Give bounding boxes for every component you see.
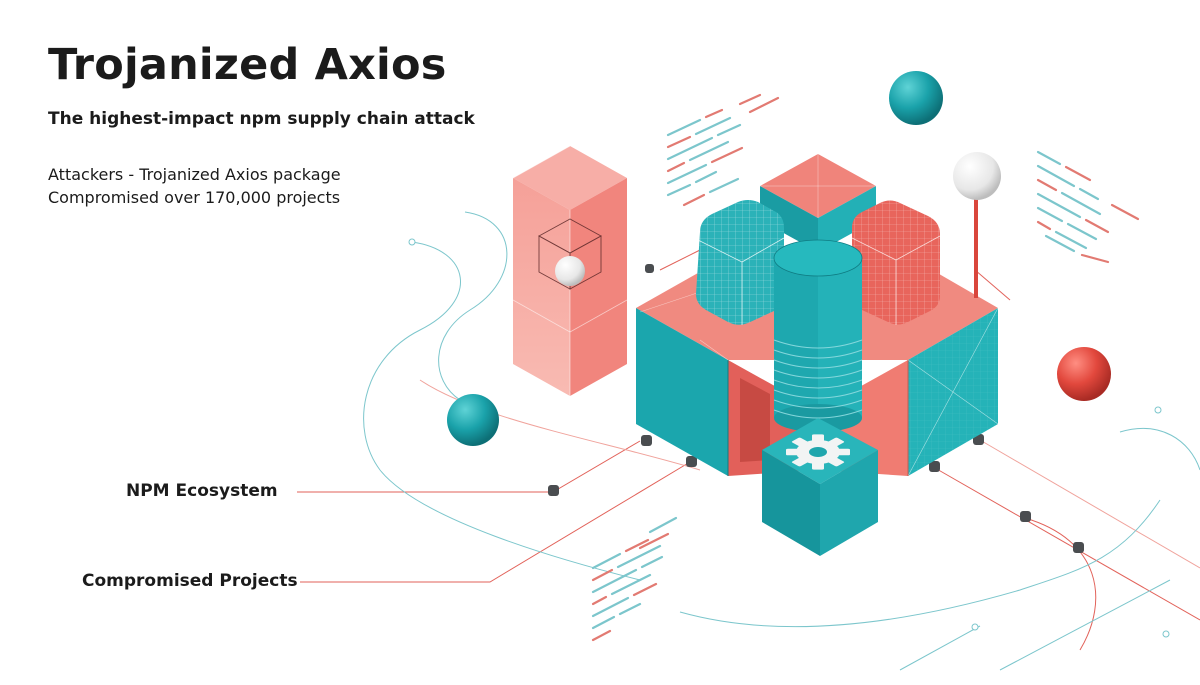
top-back-cube <box>760 154 876 252</box>
transparent-prism <box>512 145 628 396</box>
node-npm <box>548 485 559 496</box>
gear-cube <box>762 418 878 556</box>
sphere-icon <box>1057 347 1111 401</box>
npm-ecosystem-connector <box>297 440 641 493</box>
compromised-projects-connector <box>300 461 691 583</box>
sphere-icon <box>889 71 943 125</box>
inner-sphere-icon <box>555 256 585 286</box>
teal-mesh-block <box>696 200 785 325</box>
sphere-icon <box>447 394 499 446</box>
pin-sphere-icon <box>953 152 1001 298</box>
code-dashes-bottom <box>591 516 678 642</box>
circuit-nodes <box>548 264 1084 553</box>
code-dashes-right <box>1036 150 1140 264</box>
gear-icon <box>786 434 850 470</box>
database-cylinder-icon <box>773 239 863 432</box>
circuit-lines <box>297 211 1200 671</box>
code-dashes-top <box>666 93 780 207</box>
red-mesh-block <box>851 200 941 325</box>
